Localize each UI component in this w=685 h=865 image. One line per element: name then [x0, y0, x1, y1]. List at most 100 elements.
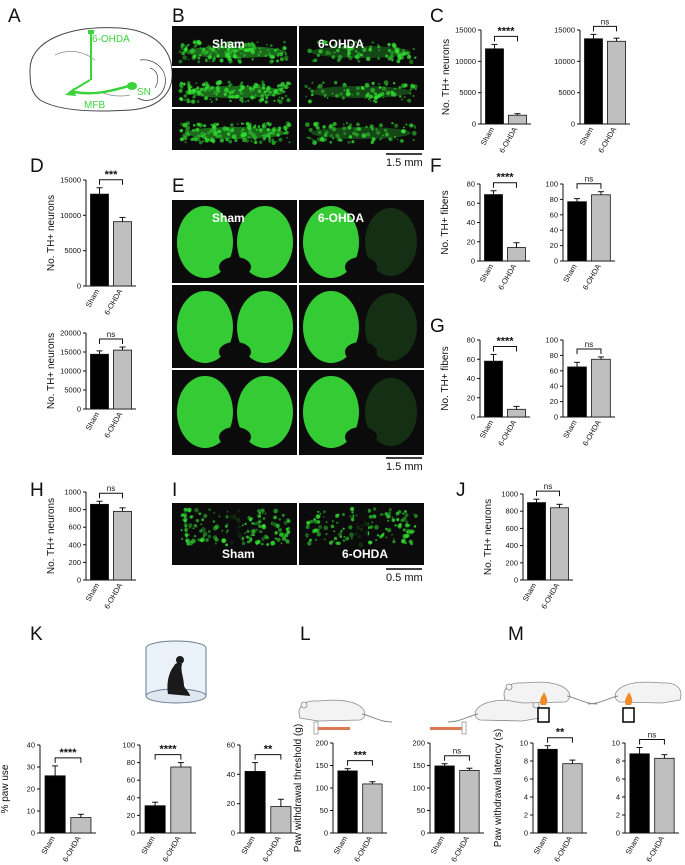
panel-letter-b: B [172, 6, 185, 27]
significance-label: **** [159, 744, 177, 756]
bar-6-ohda [362, 783, 383, 834]
significance-label: ** [264, 744, 273, 756]
bar-6-ohda [70, 817, 92, 834]
y-tick-label: 0 [131, 829, 135, 838]
x-tick-label: Sham [332, 835, 350, 856]
y-tick-label: 4 [616, 793, 620, 802]
y-tick-label: 60 [227, 741, 235, 750]
x-tick-label: 6-OHDA [496, 419, 518, 448]
significance-bracket [444, 755, 470, 761]
y-tick-label: 600 [505, 524, 518, 533]
y-axis-label: Paw withdrawal latency (s) [493, 729, 504, 847]
bar-sham [567, 201, 587, 262]
y-tick-label: 100 [545, 336, 558, 345]
y-tick-label: 10000 [455, 57, 476, 66]
y-tick-label: 20000 [60, 329, 81, 338]
y-tick-label: 40 [467, 218, 475, 227]
y-tick-label: 80 [467, 180, 475, 189]
y-axis-label: No. TH+ fibers [440, 190, 451, 255]
significance-label: **** [496, 172, 514, 184]
y-axis-label: No. TH+ neurons [441, 39, 452, 115]
x-tick-label: 6-OHDA [496, 263, 518, 292]
y-axis-label: Paw withdrawal threshold (g) [293, 724, 304, 852]
panel-b-micrographs: Sham 6-OHDA 1.5 mm [172, 26, 424, 169]
x-tick-label: 6-OHDA [449, 835, 471, 864]
y-tick-label: 0 [554, 257, 558, 266]
panel-letter-c: C [430, 6, 444, 27]
panel-b-scale-bar: 1.5 mm [386, 157, 423, 169]
x-tick-label: 6-OHDA [539, 582, 561, 611]
y-tick-label: 40 [467, 374, 475, 383]
y-tick-label: 400 [505, 541, 518, 550]
y-tick-label: 15000 [455, 26, 476, 35]
x-tick-label: 6-OHDA [552, 835, 574, 864]
panel-letter-e: E [172, 176, 185, 197]
x-tick-label: Sham [532, 835, 550, 856]
significance-bracket [576, 183, 602, 189]
bar-sham [485, 48, 504, 125]
panel-m-heat-illustrations [503, 681, 682, 723]
y-tick-label: 80 [550, 195, 558, 204]
y-tick-label: 20 [550, 397, 558, 406]
y-tick-label: 0 [472, 120, 476, 129]
bar-sham [484, 360, 503, 418]
y-tick-label: 40 [550, 226, 558, 235]
bar-6-ohda [507, 408, 526, 418]
y-tick-label: 20 [550, 241, 558, 250]
y-tick-label: 200 [505, 558, 518, 567]
panel-i-micrographs: Sham 6-OHDA 0.5 mm [172, 503, 424, 584]
bar-6-ohda [113, 510, 132, 581]
panel-e-sham-label: Sham [212, 211, 245, 225]
y-tick-label: 1000 [501, 490, 518, 499]
significance-label: **** [496, 335, 514, 347]
y-tick-label: 80 [467, 336, 475, 345]
x-tick-label: 6-OHDA [61, 835, 83, 864]
bar-sham [629, 753, 650, 834]
x-tick-label: Sham [239, 835, 257, 856]
x-tick-label: Sham [561, 263, 579, 284]
x-tick-label: Sham [479, 126, 497, 147]
bar-6-ohda [654, 757, 675, 834]
significance-bracket [347, 760, 373, 766]
bar-sham [90, 353, 109, 410]
bar-sham [484, 194, 503, 262]
bar-6-ohda [270, 806, 292, 834]
x-tick-label: 6-OHDA [497, 126, 519, 155]
significance-bracket [154, 754, 182, 760]
x-tick-label: 6-OHDA [261, 835, 283, 864]
panel-i-scale-bar: 0.5 mm [386, 572, 423, 584]
y-tick-label: 60 [467, 355, 475, 364]
y-axis-label: No. TH+ neurons [483, 499, 494, 575]
y-tick-label: 0 [421, 829, 425, 838]
significance-label: *** [354, 750, 368, 762]
panel-letter-l: L [300, 624, 311, 645]
y-tick-label: 20 [227, 799, 235, 808]
y-axis-label: No. TH+ neurons [46, 195, 57, 271]
y-tick-label: 0 [616, 829, 620, 838]
panel-letter-f: F [430, 156, 442, 177]
y-tick-label: 20 [467, 237, 475, 246]
significance-bracket [493, 345, 517, 352]
panel-letter-i: I [172, 480, 177, 501]
y-tick-label: 60 [467, 199, 475, 208]
bar-sham [44, 775, 66, 834]
significance-label: ns [453, 747, 461, 756]
significance-bracket [547, 737, 573, 743]
y-tick-label: 10000 [60, 211, 81, 220]
y-tick-label: 50 [417, 806, 425, 815]
bar-sham [527, 502, 546, 581]
x-tick-label: 6-OHDA [102, 582, 124, 611]
y-tick-label: 0 [524, 829, 528, 838]
panel-letter-g: G [430, 316, 445, 337]
significance-label: ns [107, 330, 115, 339]
x-tick-label: 6-OHDA [596, 126, 618, 155]
y-tick-label: 40 [27, 741, 35, 750]
bar-6-ohda [459, 770, 480, 834]
x-tick-label: Sham [478, 263, 496, 284]
